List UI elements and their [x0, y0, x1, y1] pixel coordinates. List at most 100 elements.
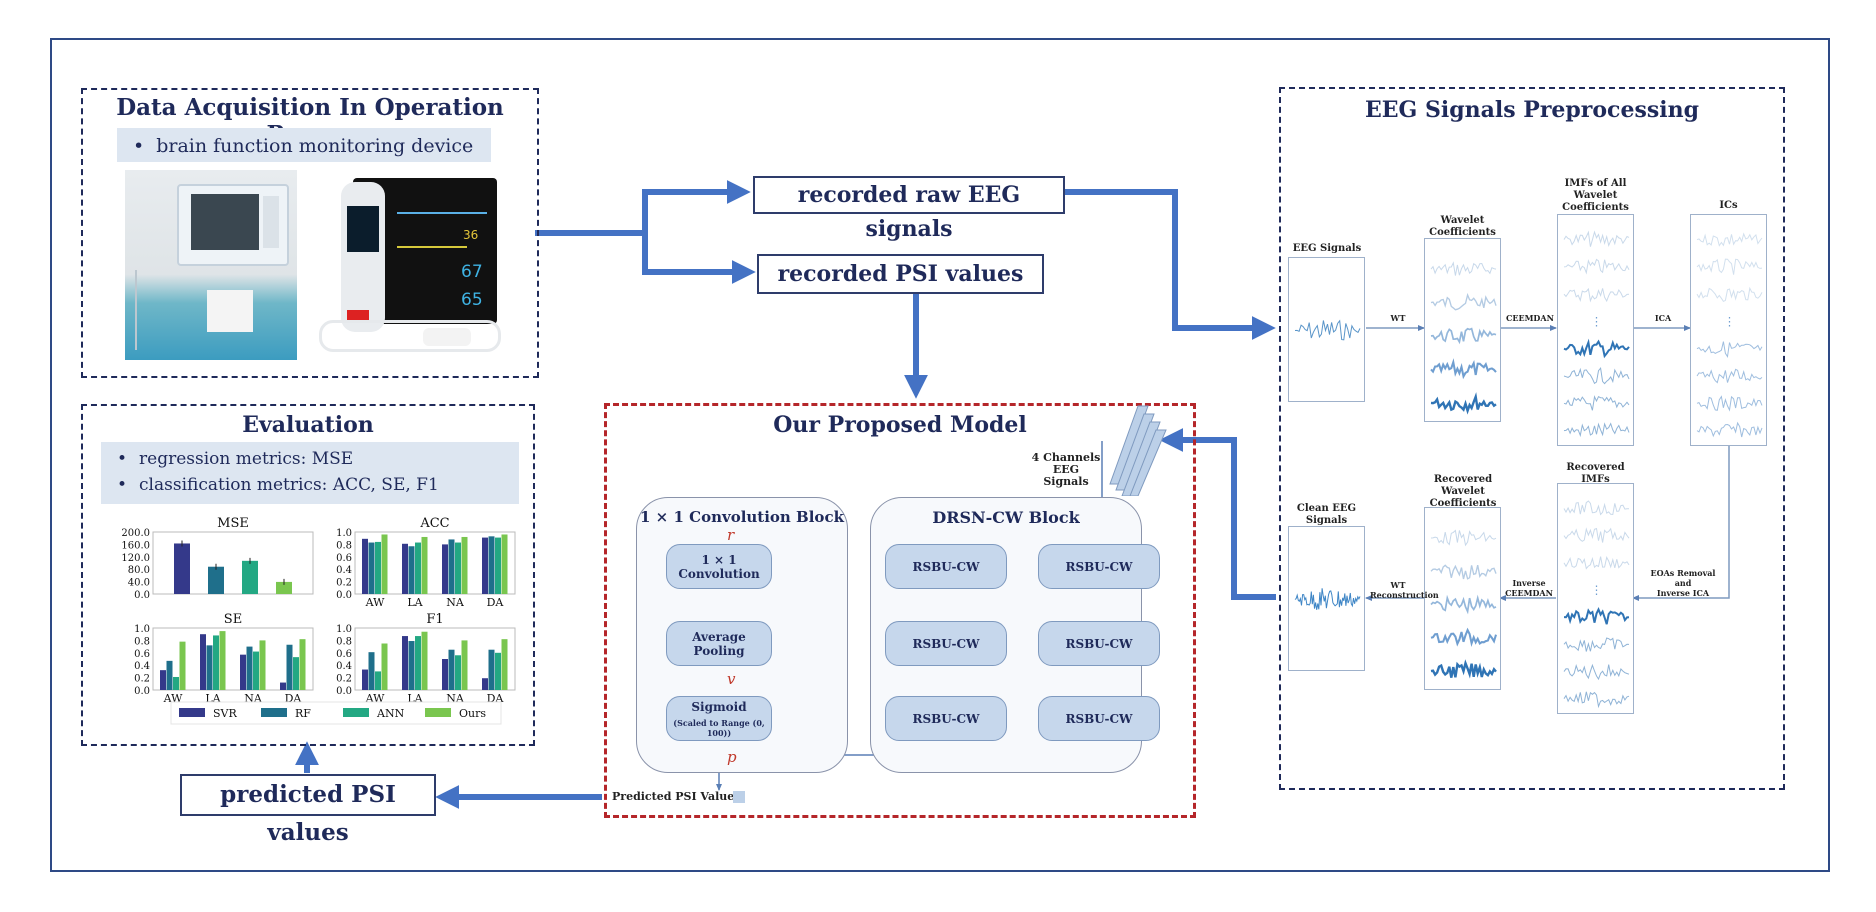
chart-title: SE: [224, 612, 242, 627]
bar-ours: [421, 631, 428, 690]
waveform-trace: [1696, 368, 1763, 384]
eeg-channels-icon: [1109, 405, 1167, 496]
arrow-to-raw-eeg: [535, 180, 751, 236]
conv-layer: 1 × 1 Convolution: [666, 544, 772, 589]
evaluation-title: Evaluation: [242, 412, 374, 438]
wavelet-waveforms: [1430, 261, 1497, 415]
waveform-trace: [1294, 319, 1361, 341]
bar-svr: [200, 634, 206, 690]
evaluation-section: Evaluation regression metrics: MSE class…: [81, 404, 535, 746]
panel-eeg: [1288, 257, 1365, 402]
y-tick-label: 0.6: [336, 649, 352, 660]
waveform-trace: [1696, 421, 1763, 438]
y-tick-label: 160.0: [121, 540, 150, 551]
y-tick-label: 0.4: [336, 661, 352, 672]
evaluation-bullet-box: regression metrics: MSE classification m…: [101, 442, 519, 504]
x-tick-label: AW: [365, 596, 385, 609]
panel-label-eeg: EEG Signals: [1292, 243, 1362, 254]
y-tick-label: 1.0: [336, 624, 352, 635]
bar-ann: [415, 636, 421, 690]
legend-label-rf: RF: [295, 707, 311, 720]
predicted-psi-box: predicted PSI values: [180, 774, 436, 846]
bar-svr: [482, 537, 488, 594]
output-label: Predicted PSI Value: [612, 790, 735, 803]
y-tick-label: 1.0: [134, 624, 150, 635]
sigmoid-layer: Sigmoid (Scaled to Range (0, 100)): [666, 696, 772, 741]
waveform-trace: [1563, 691, 1630, 709]
bar-rf: [448, 539, 455, 594]
op-inverse-line2: CEEMDAN: [1505, 588, 1553, 598]
rsbu-block-2: RSBU-CW: [885, 621, 1007, 666]
waveform-trace: [1563, 287, 1630, 303]
bar-ann: [495, 537, 501, 594]
waveform-trace: [1563, 395, 1630, 411]
bar-svr: [362, 538, 368, 594]
bar-rf: [488, 649, 495, 690]
avg-pool-label: Average Pooling: [692, 629, 746, 658]
bar-ours: [421, 536, 428, 594]
acquisition-bullet: brain function monitoring device: [133, 132, 475, 160]
legend-swatch-svr: [179, 708, 205, 717]
x-tick-label: LA: [407, 596, 423, 609]
bar-ours: [219, 631, 226, 690]
bar-rf: [408, 546, 415, 594]
y-tick-label: 0.6: [336, 553, 352, 564]
waveform-trace: [1696, 341, 1763, 359]
monitor-screen-icon: [177, 184, 289, 266]
legend-label-ours: Ours: [459, 707, 486, 720]
ic-waveforms: ⋮: [1696, 232, 1763, 438]
conv-layer-label: 1 × 1 Convolution: [678, 552, 760, 581]
legend-label-ann: ANN: [376, 707, 405, 720]
conv-block-title: 1 × 1 Convolution Block: [640, 508, 844, 526]
waveform-trace: [1563, 230, 1630, 247]
waveform-trace: [1430, 594, 1497, 615]
waveform-trace: [1563, 527, 1630, 543]
y-tick-label: 0.8: [336, 636, 352, 647]
preprocessing-title: EEG Signals Preprocessing: [1365, 97, 1699, 123]
waveform-trace: [1563, 422, 1630, 438]
evaluation-bullet-1: regression metrics: MSE: [117, 446, 503, 472]
rsbu-label: RSBU-CW: [1065, 636, 1133, 651]
bar-svr: [240, 654, 246, 690]
y-tick-label: 0.6: [134, 649, 150, 660]
rsbu-block-6: RSBU-CW: [1038, 696, 1160, 741]
bar-svr: [362, 669, 368, 690]
rsbu-block-3: RSBU-CW: [885, 696, 1007, 741]
waveform-trace: [1430, 292, 1497, 311]
svg-text:⋮: ⋮: [1724, 314, 1736, 328]
raw-eeg-box: recorded raw EEG signals: [753, 176, 1065, 242]
bar-svr: [442, 544, 448, 594]
model-section: Our Proposed Model: [604, 403, 1196, 818]
legend-swatch-rf: [261, 708, 287, 717]
psi-values-box: recorded PSI values: [757, 254, 1044, 294]
bar-ann: [293, 657, 299, 690]
bar-ours: [259, 640, 266, 690]
figure-frame: [50, 38, 1830, 872]
bar-rf: [208, 566, 224, 594]
arrow-clean-to-model: [1159, 428, 1276, 600]
rsbu-block-1: RSBU-CW: [885, 544, 1007, 589]
y-tick-label: 0.4: [336, 565, 352, 576]
panel-imfs: ⋮: [1557, 214, 1634, 446]
sigmoid-label: Sigmoid: [691, 699, 747, 714]
x-tick-label: NA: [446, 596, 465, 609]
waveform-trace: [1430, 627, 1497, 648]
op-wt-reconstruction: WT Reconstruction: [1370, 580, 1439, 600]
imf-waveforms: ⋮: [1563, 230, 1630, 438]
input-label-line2: EEG Signals: [1043, 463, 1089, 488]
output-square-icon: [733, 791, 745, 803]
waveform-trace: [1563, 663, 1630, 681]
bar-ours: [461, 536, 468, 594]
bar-rf: [286, 644, 293, 690]
rsbu-label: RSBU-CW: [912, 559, 980, 574]
rsbu-label: RSBU-CW: [912, 711, 980, 726]
bar-rf: [408, 641, 415, 690]
arrow-to-psi: [642, 233, 756, 284]
op-eoa-line2: and: [1674, 578, 1692, 588]
svg-text:⋮: ⋮: [1591, 314, 1603, 328]
waveform-trace: [1294, 588, 1361, 610]
var-v: v: [727, 670, 736, 688]
